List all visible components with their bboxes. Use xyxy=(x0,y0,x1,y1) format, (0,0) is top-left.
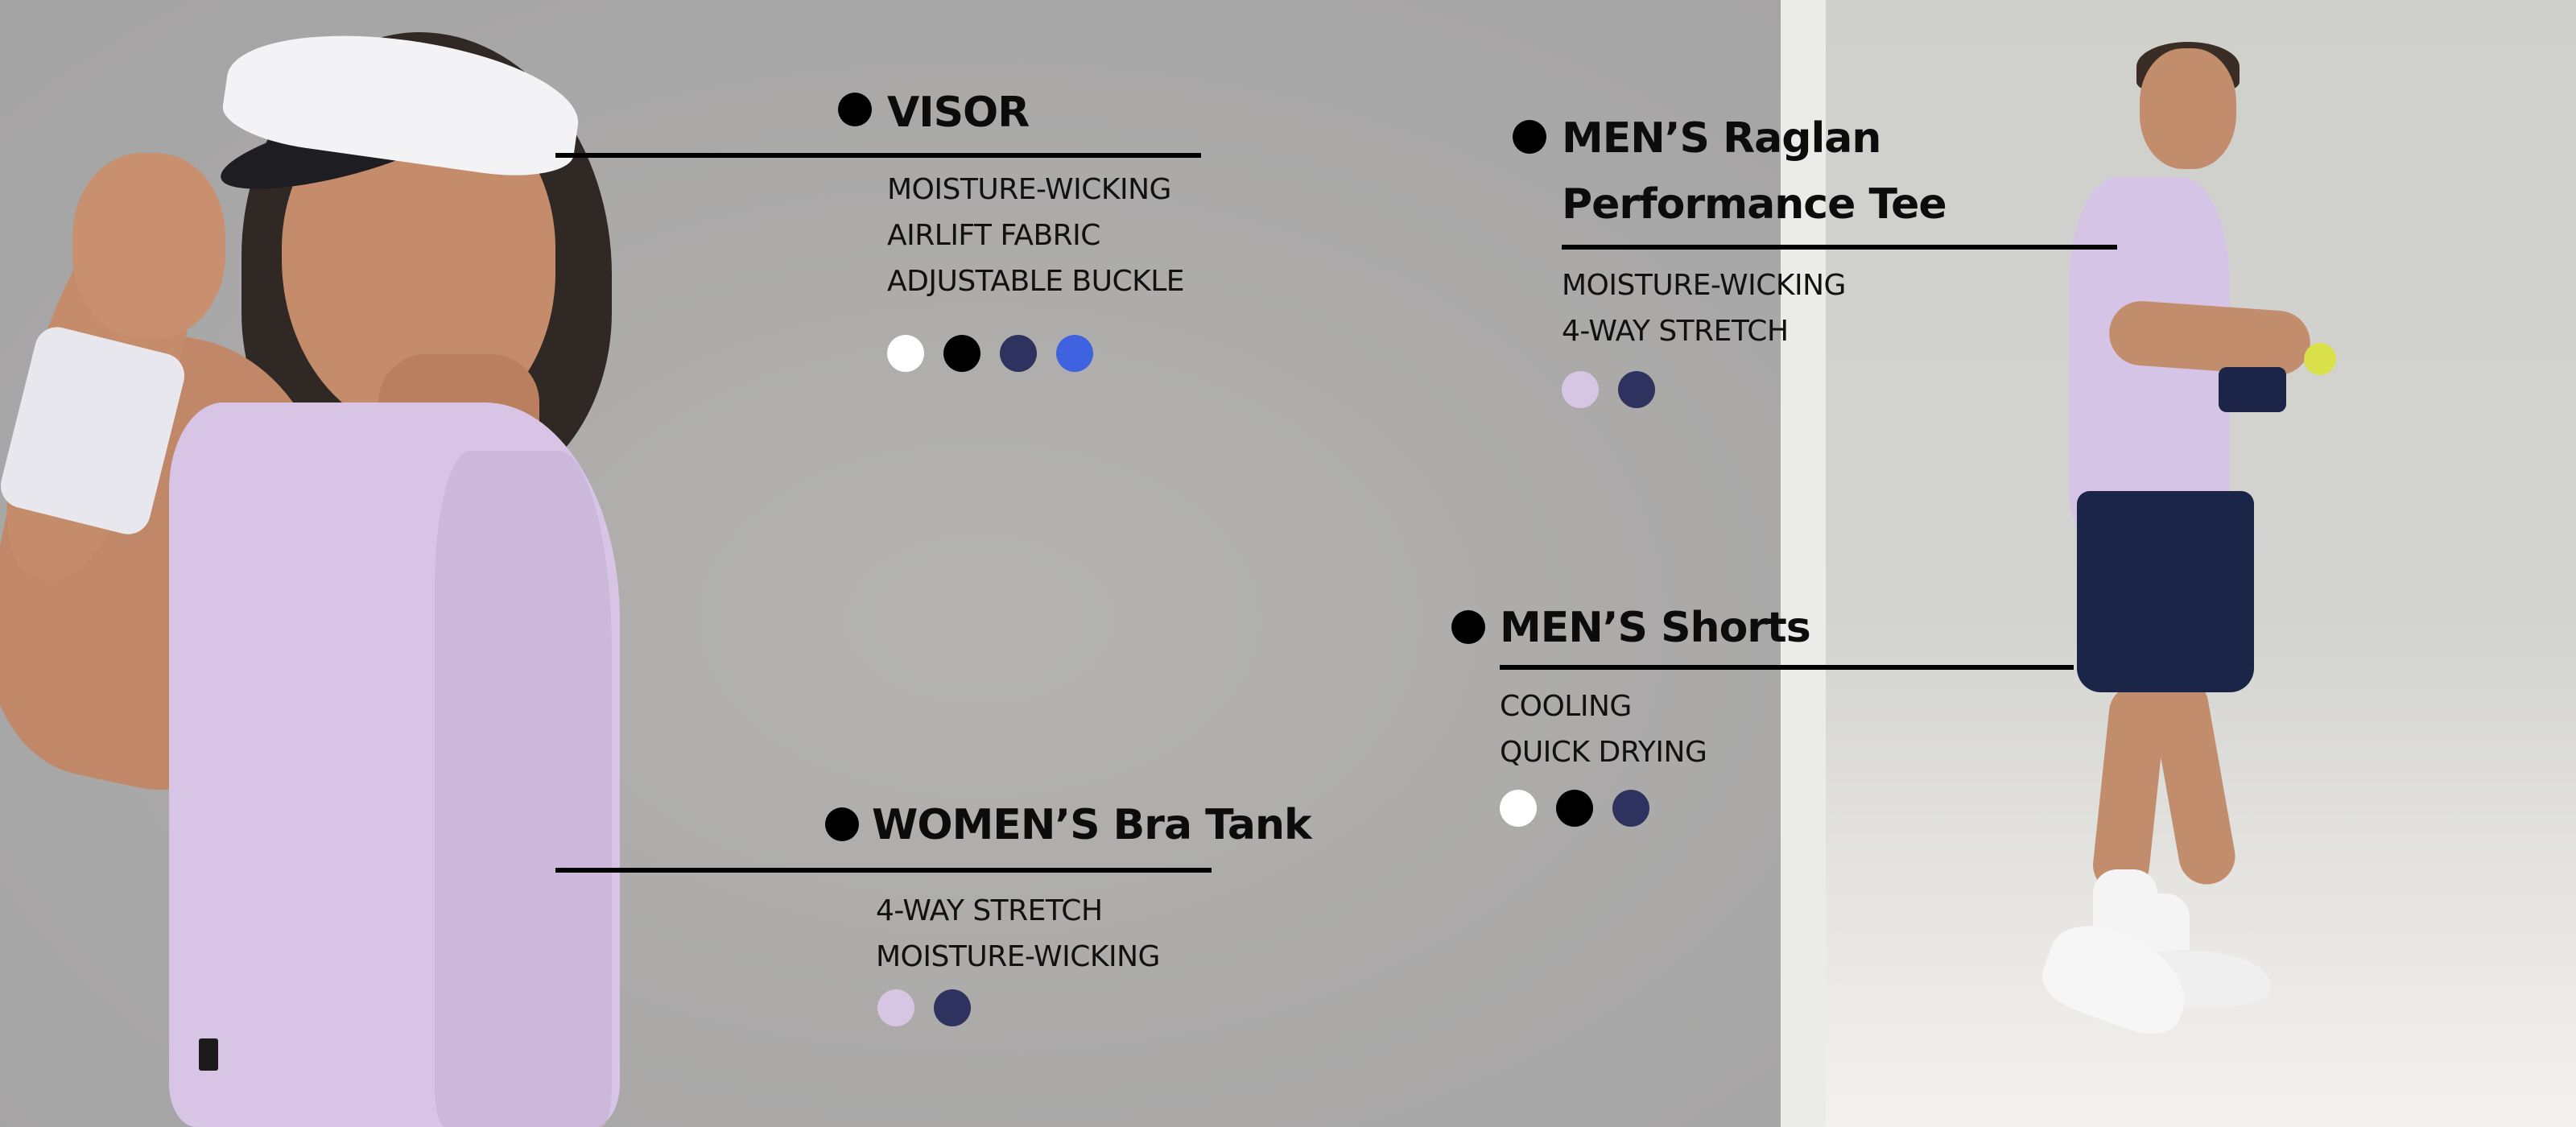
photo-divider xyxy=(1781,0,1826,1127)
tennis-ball-icon xyxy=(2304,343,2336,375)
feature-list: MOISTURE-WICKING AIRLIFT FABRIC ADJUSTAB… xyxy=(887,167,1185,304)
callout-leader-line xyxy=(555,868,1212,873)
color-swatch[interactable] xyxy=(1562,371,1599,408)
wristband-image xyxy=(2219,367,2286,412)
color-swatches xyxy=(887,335,1093,372)
callout-title-line-1: MEN’S Raglan xyxy=(1562,114,1881,163)
bullet-dot-icon xyxy=(825,807,859,841)
feature-item: MOISTURE-WICKING xyxy=(1562,269,1846,302)
color-swatches xyxy=(877,989,971,1026)
feature-item: COOLING xyxy=(1500,690,1632,723)
bra-tank-shade xyxy=(435,451,612,1127)
callout-title-line-2: Performance Tee xyxy=(1562,180,1947,229)
bullet-dot-icon xyxy=(1513,120,1546,154)
color-swatch[interactable] xyxy=(1618,371,1655,408)
brand-tag-icon xyxy=(199,1038,218,1071)
bullet-dot-icon xyxy=(838,93,872,126)
callout-leader-line xyxy=(1500,665,2074,670)
callout-title: MEN’S Shorts xyxy=(1500,604,1811,652)
feature-item: ADJUSTABLE BUCKLE xyxy=(887,265,1185,298)
color-swatch[interactable] xyxy=(887,335,924,372)
color-swatch[interactable] xyxy=(943,335,980,372)
color-swatch[interactable] xyxy=(1056,335,1093,372)
callout-leader-line xyxy=(555,153,1201,158)
feature-item: 4-WAY STRETCH xyxy=(876,894,1103,927)
color-swatches xyxy=(1500,790,1649,827)
color-swatch[interactable] xyxy=(1612,790,1649,827)
bullet-dot-icon xyxy=(1451,610,1485,644)
color-swatch[interactable] xyxy=(1000,335,1037,372)
color-swatches xyxy=(1562,371,1655,408)
color-swatch[interactable] xyxy=(1556,790,1593,827)
color-swatch[interactable] xyxy=(934,989,971,1026)
feature-list: COOLING QUICK DRYING xyxy=(1500,683,1707,775)
feature-item: MOISTURE-WICKING xyxy=(887,173,1171,206)
callout-title: VISOR xyxy=(887,89,1030,137)
callout-leader-line xyxy=(1562,245,2117,250)
feature-item: MOISTURE-WICKING xyxy=(876,940,1160,973)
color-swatch[interactable] xyxy=(1500,790,1537,827)
feature-item: AIRLIFT FABRIC xyxy=(887,219,1100,252)
callout-title: WOMEN’S Bra Tank xyxy=(872,801,1312,849)
model-hand xyxy=(72,153,225,338)
shorts-image xyxy=(2077,491,2254,692)
feature-item: QUICK DRYING xyxy=(1500,736,1707,769)
feature-list: 4-WAY STRETCH MOISTURE-WICKING xyxy=(876,888,1160,980)
model-head xyxy=(2140,48,2236,169)
color-swatch[interactable] xyxy=(877,989,914,1026)
feature-item: 4-WAY STRETCH xyxy=(1562,315,1789,348)
feature-list: MOISTURE-WICKING 4-WAY STRETCH xyxy=(1562,262,1846,354)
